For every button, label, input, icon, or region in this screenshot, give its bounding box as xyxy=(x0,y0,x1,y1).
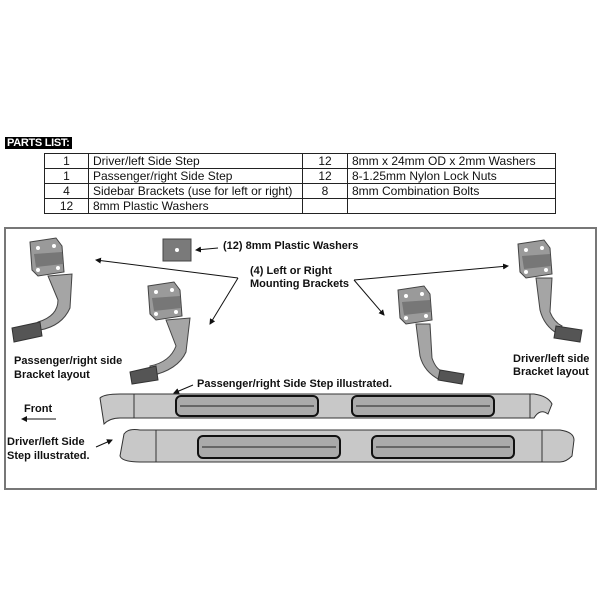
mounting-bracket-arrows xyxy=(21,257,509,448)
driver-step-label-line2: Step illustrated. xyxy=(7,450,90,462)
passenger-layout-label-line2: Bracket layout xyxy=(14,369,90,381)
item-cell: 8mm x 24mm OD x 2mm Washers xyxy=(347,153,556,169)
passenger-layout-label-line1: Passenger/right side xyxy=(14,355,123,367)
passenger-step-label: Passenger/right Side Step illustrated. xyxy=(197,378,392,390)
table-row: 12 8mm Plastic Washers xyxy=(44,198,556,214)
item-cell: 8-1.25mm Nylon Lock Nuts xyxy=(347,168,556,184)
qty-cell: 12 xyxy=(44,198,89,214)
washers-label: (12) 8mm Plastic Washers xyxy=(223,240,359,252)
bracket-passenger-front-icon xyxy=(129,281,191,385)
arrow-icon xyxy=(195,246,219,253)
front-label: Front xyxy=(24,403,53,415)
bracket-driver-front-icon xyxy=(397,285,465,385)
item-cell: Driver/left Side Step xyxy=(88,153,303,169)
table-row: 1 Passenger/right Side Step 12 8-1.25mm … xyxy=(44,168,556,184)
table-row: 1 Driver/left Side Step 12 8mm x 24mm OD… xyxy=(44,153,556,169)
item-cell: 8mm Combination Bolts xyxy=(347,183,556,199)
driver-side-step-icon xyxy=(119,429,575,463)
driver-layout-label-line2: Bracket layout xyxy=(513,366,589,378)
item-cell: Sidebar Brackets (use for left or right) xyxy=(88,183,303,199)
passenger-side-step-icon xyxy=(99,393,553,426)
driver-step-label-line1: Driver/left Side xyxy=(7,436,85,448)
parts-list-table: 1 Driver/left Side Step 12 8mm x 24mm OD… xyxy=(44,153,556,214)
brackets-label-line1: (4) Left or Right xyxy=(250,265,332,277)
brackets-label-line2: Mounting Brackets xyxy=(250,278,350,290)
bracket-passenger-rear-icon xyxy=(11,237,73,343)
diagram-box xyxy=(4,227,597,490)
item-cell: 8mm Plastic Washers xyxy=(88,198,303,214)
parts-list-heading: PARTS LIST: xyxy=(5,137,72,149)
driver-layout-label-line1: Driver/left side xyxy=(513,353,590,365)
bracket-driver-rear-icon xyxy=(517,239,583,343)
plastic-washer-icon xyxy=(162,238,192,262)
item-cell xyxy=(347,198,556,214)
